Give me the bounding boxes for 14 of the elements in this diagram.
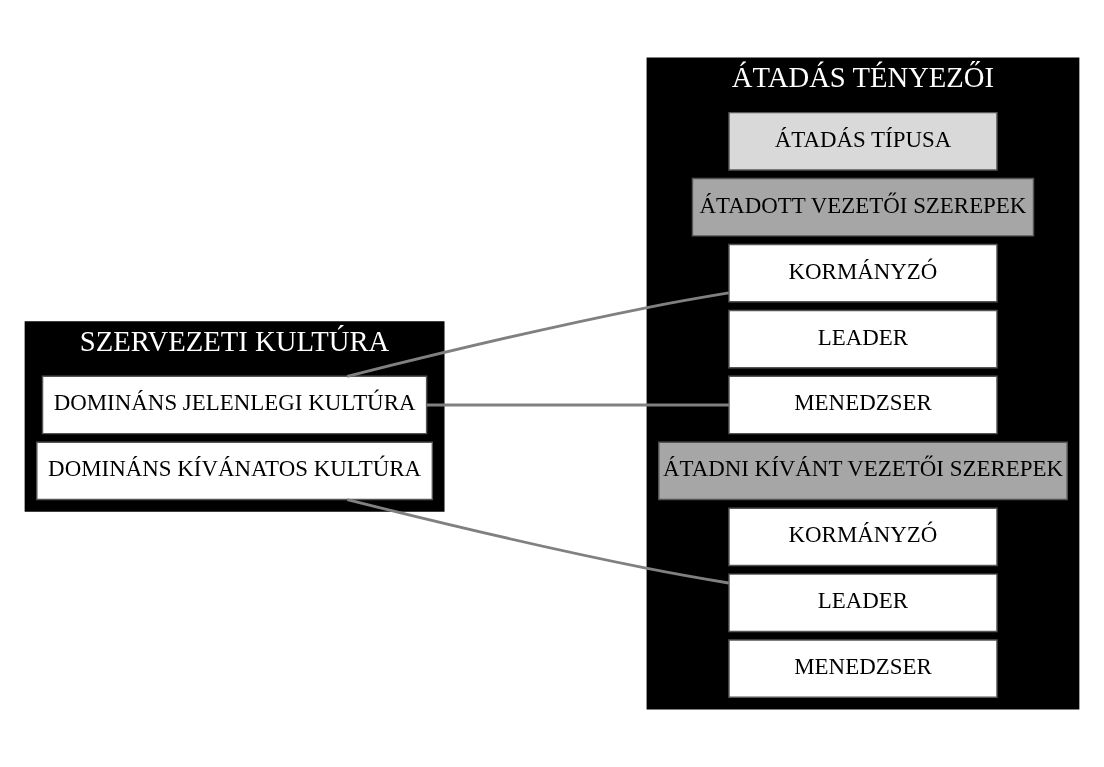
node-box: LEADER [728, 573, 998, 633]
connector [346, 498, 729, 585]
node-box: ÁTADÁS TÍPUSA [728, 111, 998, 171]
connector [426, 403, 729, 407]
node-box: KORMÁNYZÓ [728, 507, 998, 567]
node-box: LEADER [728, 309, 998, 369]
node-box: DOMINÁNS KÍVÁNATOS KULTÚRA [36, 441, 434, 501]
node-box: MENEDZSER [728, 639, 998, 699]
node-box: DOMINÁNS JELENLEGI KULTÚRA [41, 375, 428, 435]
node-box: KORMÁNYZÓ [728, 243, 998, 303]
node-box: MENEDZSER [728, 375, 998, 435]
connector [346, 291, 729, 378]
node-box: ÁTADNI KÍVÁNT VEZETŐI SZEREPEK [658, 441, 1068, 501]
node-box: ÁTADOTT VEZETŐI SZEREPEK [691, 177, 1035, 237]
